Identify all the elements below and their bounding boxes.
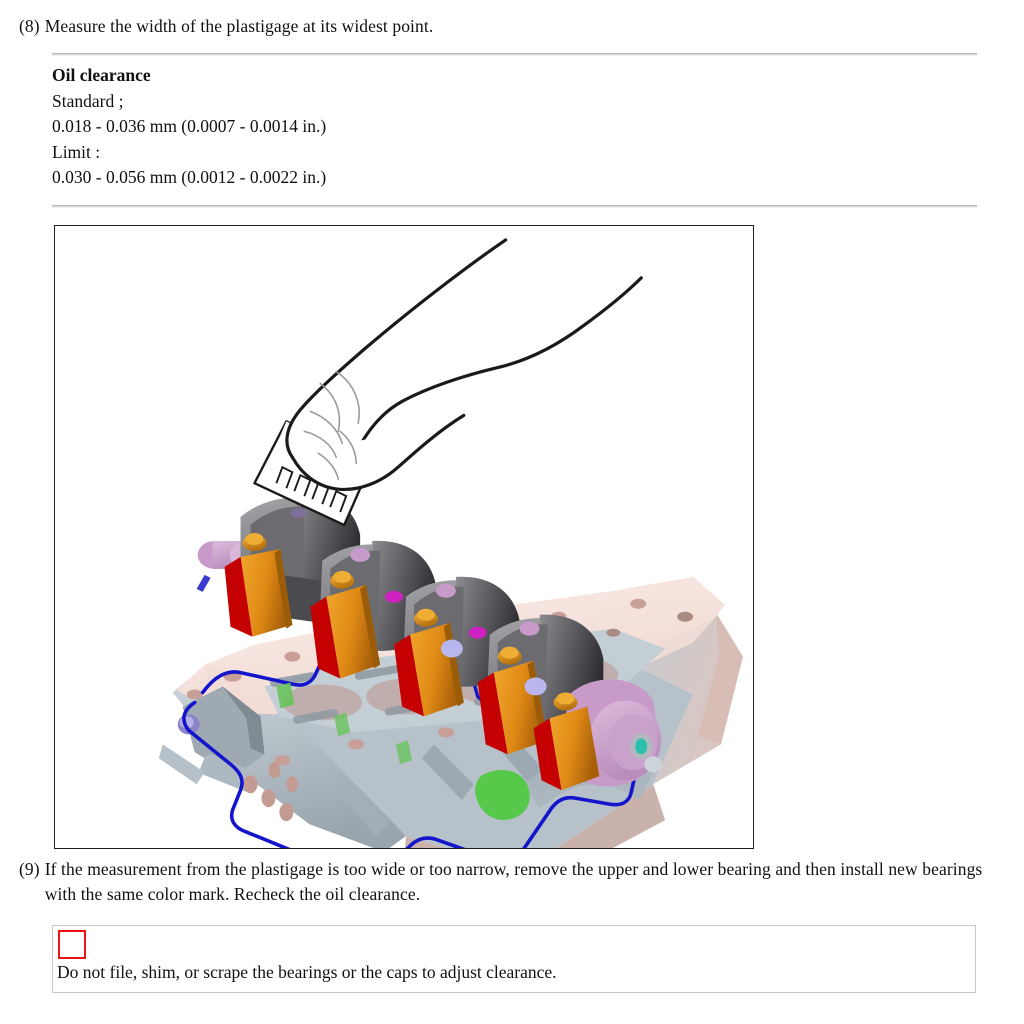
caution-square-icon: [58, 930, 86, 959]
divider-rule-bottom: [52, 205, 977, 208]
hand-holding-plastigage-scale: [253, 238, 643, 527]
bearing-color-mark-green: [475, 769, 530, 820]
block-bottom-rail: [405, 784, 666, 848]
oil-clearance-spec-block: Oil clearance Standard ; 0.018 - 0.036 m…: [52, 63, 326, 191]
connecting-rod-5: [533, 692, 600, 791]
hand-knuckle-lines: [303, 370, 360, 480]
bearing-color-mark-green-4: [396, 740, 412, 765]
spec-limit-label: Limit :: [52, 141, 101, 162]
step-8-marker: (8): [19, 16, 40, 36]
caution-box: Do not file, shim, or scrape the bearing…: [52, 925, 976, 993]
connecting-rod-3: [394, 608, 464, 717]
spec-standard-label: Standard ;: [52, 90, 124, 111]
connecting-rod-1: [224, 533, 293, 637]
step-8-text: Measure the width of the plastigage at i…: [44, 16, 434, 36]
step-8-paragraph: (8) Measure the width of the plastigage …: [19, 14, 979, 39]
block-right-edge: [698, 612, 743, 745]
divider-rule-top: [52, 53, 977, 56]
connecting-rod-2: [310, 570, 381, 679]
spec-title: Oil clearance: [52, 65, 151, 85]
spec-limit-value: 0.030 - 0.056 mm (0.0012 - 0.0022 in.): [52, 167, 327, 187]
spec-standard-value: 0.018 - 0.036 mm (0.0007 - 0.0014 in.): [52, 116, 327, 136]
engine-block-drawing: [158, 238, 743, 848]
bore-shadow-1: [282, 684, 363, 721]
caution-text: Do not file, shim, or scrape the bearing…: [57, 962, 557, 982]
figure-engine-block-illustration: [54, 225, 754, 849]
crankshaft-assembly: [196, 494, 663, 820]
step-9-marker: (9): [19, 859, 40, 879]
bearing-color-mark-green-2: [276, 682, 295, 709]
step-9-paragraph: (9) If the measurement from the plastiga…: [19, 857, 983, 907]
bearing-color-mark-green-3: [334, 712, 351, 737]
step-9-text: If the measurement from the plastigage i…: [44, 859, 983, 904]
hand-outline: [285, 238, 643, 492]
